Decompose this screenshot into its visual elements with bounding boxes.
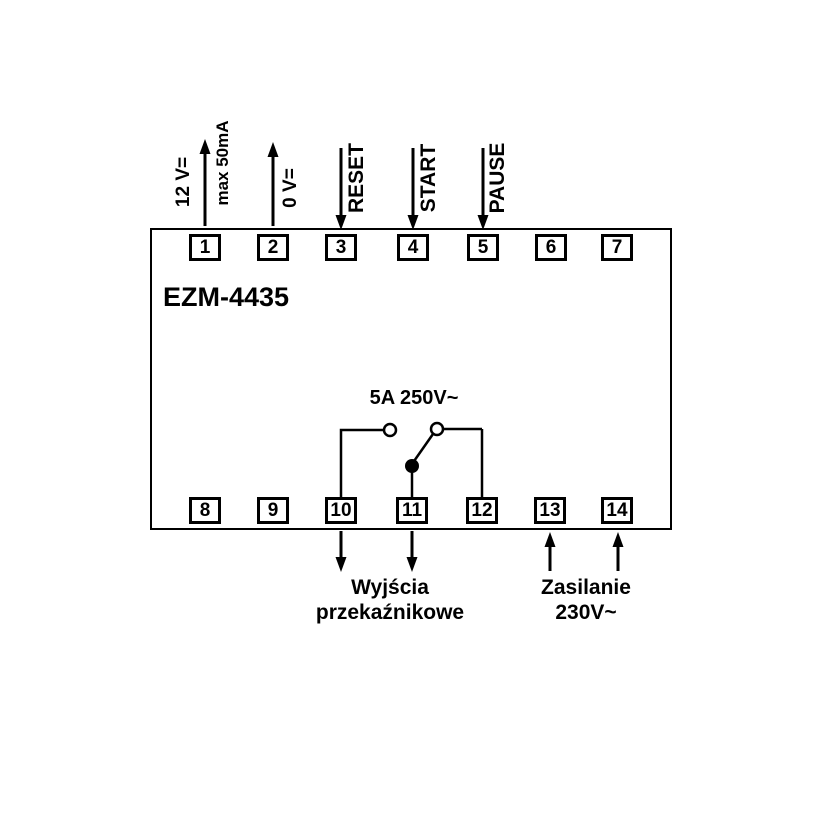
label-start: START: [417, 143, 440, 213]
arrow-up-terminal-13: [544, 532, 556, 571]
terminal-3: 3: [325, 234, 357, 261]
terminal-2: 2: [257, 234, 289, 261]
arrow-up-terminal-14: [612, 532, 624, 571]
terminal-6: 6: [535, 234, 567, 261]
label-reset: RESET: [345, 142, 368, 214]
arrow-down-terminal-11: [406, 531, 418, 572]
relay-rating-label: 5A 250V~: [369, 387, 459, 409]
device-model-label: EZM-4435: [163, 282, 290, 312]
relay-outputs-label-line2: przekaźnikowe: [315, 601, 465, 624]
relay-outputs-label-line1: Wyjścia: [351, 576, 429, 599]
terminal-4: 4: [397, 234, 429, 261]
label-0v: 0 V=: [280, 168, 301, 208]
power-label-line2: 230V~: [555, 601, 617, 624]
terminal-1: 1: [189, 234, 221, 261]
terminal-9: 9: [257, 497, 289, 524]
arrow-up-terminal-2: [267, 142, 279, 226]
device-outline: [150, 228, 672, 530]
label-12v: 12 V=: [173, 156, 194, 208]
terminal-14: 14: [601, 497, 633, 524]
terminal-13: 13: [534, 497, 566, 524]
terminal-10: 10: [325, 497, 357, 524]
label-pause: PAUSE: [486, 142, 509, 214]
power-label-line1: Zasilanie: [541, 576, 631, 599]
terminal-8: 8: [189, 497, 221, 524]
terminal-5: 5: [467, 234, 499, 261]
terminal-12: 12: [466, 497, 498, 524]
arrow-up-terminal-1: [199, 139, 211, 226]
label-max-50ma: max 50mA: [213, 120, 232, 206]
arrow-down-terminal-10: [335, 531, 347, 572]
terminal-11: 11: [396, 497, 428, 524]
terminal-7: 7: [601, 234, 633, 261]
